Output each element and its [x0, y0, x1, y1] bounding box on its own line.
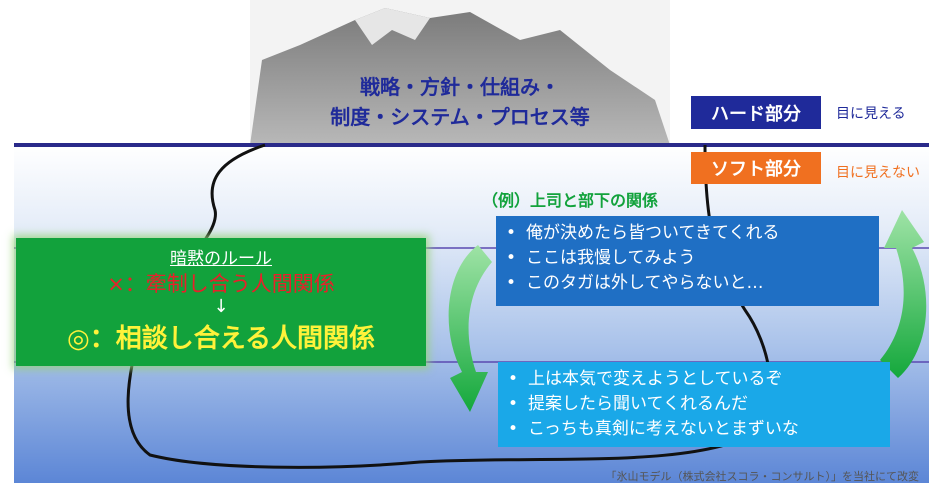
before-examples-box: 俺が決めたら皆ついてきてくれる ここは我慢してみよう このタガは外してやらないと… — [496, 216, 879, 306]
bad-relation-text: ×：牽制し合う人間関係 — [107, 272, 335, 296]
before-example-item: ここは我慢してみよう — [506, 246, 869, 271]
cycle-arrow-right — [880, 210, 927, 378]
after-examples-box: 上は本気で変えようとしているぞ 提案したら聞いてくれるんだ こっちも真剣に考えな… — [498, 362, 890, 447]
before-example-item: このタガは外してやらないと… — [506, 271, 869, 296]
mountain-label-line1: 戦略・方針・仕組み・ — [360, 75, 560, 99]
mountain-label-line2: 制度・システム・プロセス等 — [330, 105, 590, 129]
implicit-rule-title: 暗黙のルール — [16, 244, 426, 269]
good-relation-text: ◎：相談し合える人間関係 — [67, 324, 375, 354]
before-example-item: 俺が決めたら皆ついてきてくれる — [506, 221, 869, 246]
after-examples-list: 上は本気で変えようとしているぞ 提案したら聞いてくれるんだ こっちも真剣に考えな… — [508, 367, 880, 442]
implicit-rule-box: 暗黙のルール ×：牽制し合う人間関係 ↓ ◎：相談し合える人間関係 — [16, 238, 426, 366]
before-examples-list: 俺が決めたら皆ついてきてくれる ここは我慢してみよう このタガは外してやらないと… — [506, 221, 869, 296]
mountain-snow — [355, 8, 430, 45]
soft-part-tag: ソフト部分 — [691, 152, 821, 184]
soft-part-note: 目に見えない — [836, 165, 920, 181]
hard-part-note: 目に見える — [836, 106, 906, 122]
after-example-item: 上は本気で変えようとしているぞ — [508, 367, 880, 392]
after-example-item: 提案したら聞いてくれるんだ — [508, 392, 880, 417]
after-example-item: こっちも真剣に考えないとまずいな — [508, 417, 880, 442]
mountain — [250, 8, 670, 145]
hard-part-tag: ハード部分 — [691, 96, 821, 129]
source-credit: 「氷山モデル（株式会社スコラ・コンサルト）」を当社にて改変 — [605, 470, 920, 483]
example-title: （例）上司と部下の関係 — [482, 191, 659, 210]
implicit-rule-title-text: 暗黙のルール — [170, 249, 272, 269]
cycle-arrow-left — [448, 245, 492, 412]
down-arrow: ↓ — [213, 296, 229, 317]
